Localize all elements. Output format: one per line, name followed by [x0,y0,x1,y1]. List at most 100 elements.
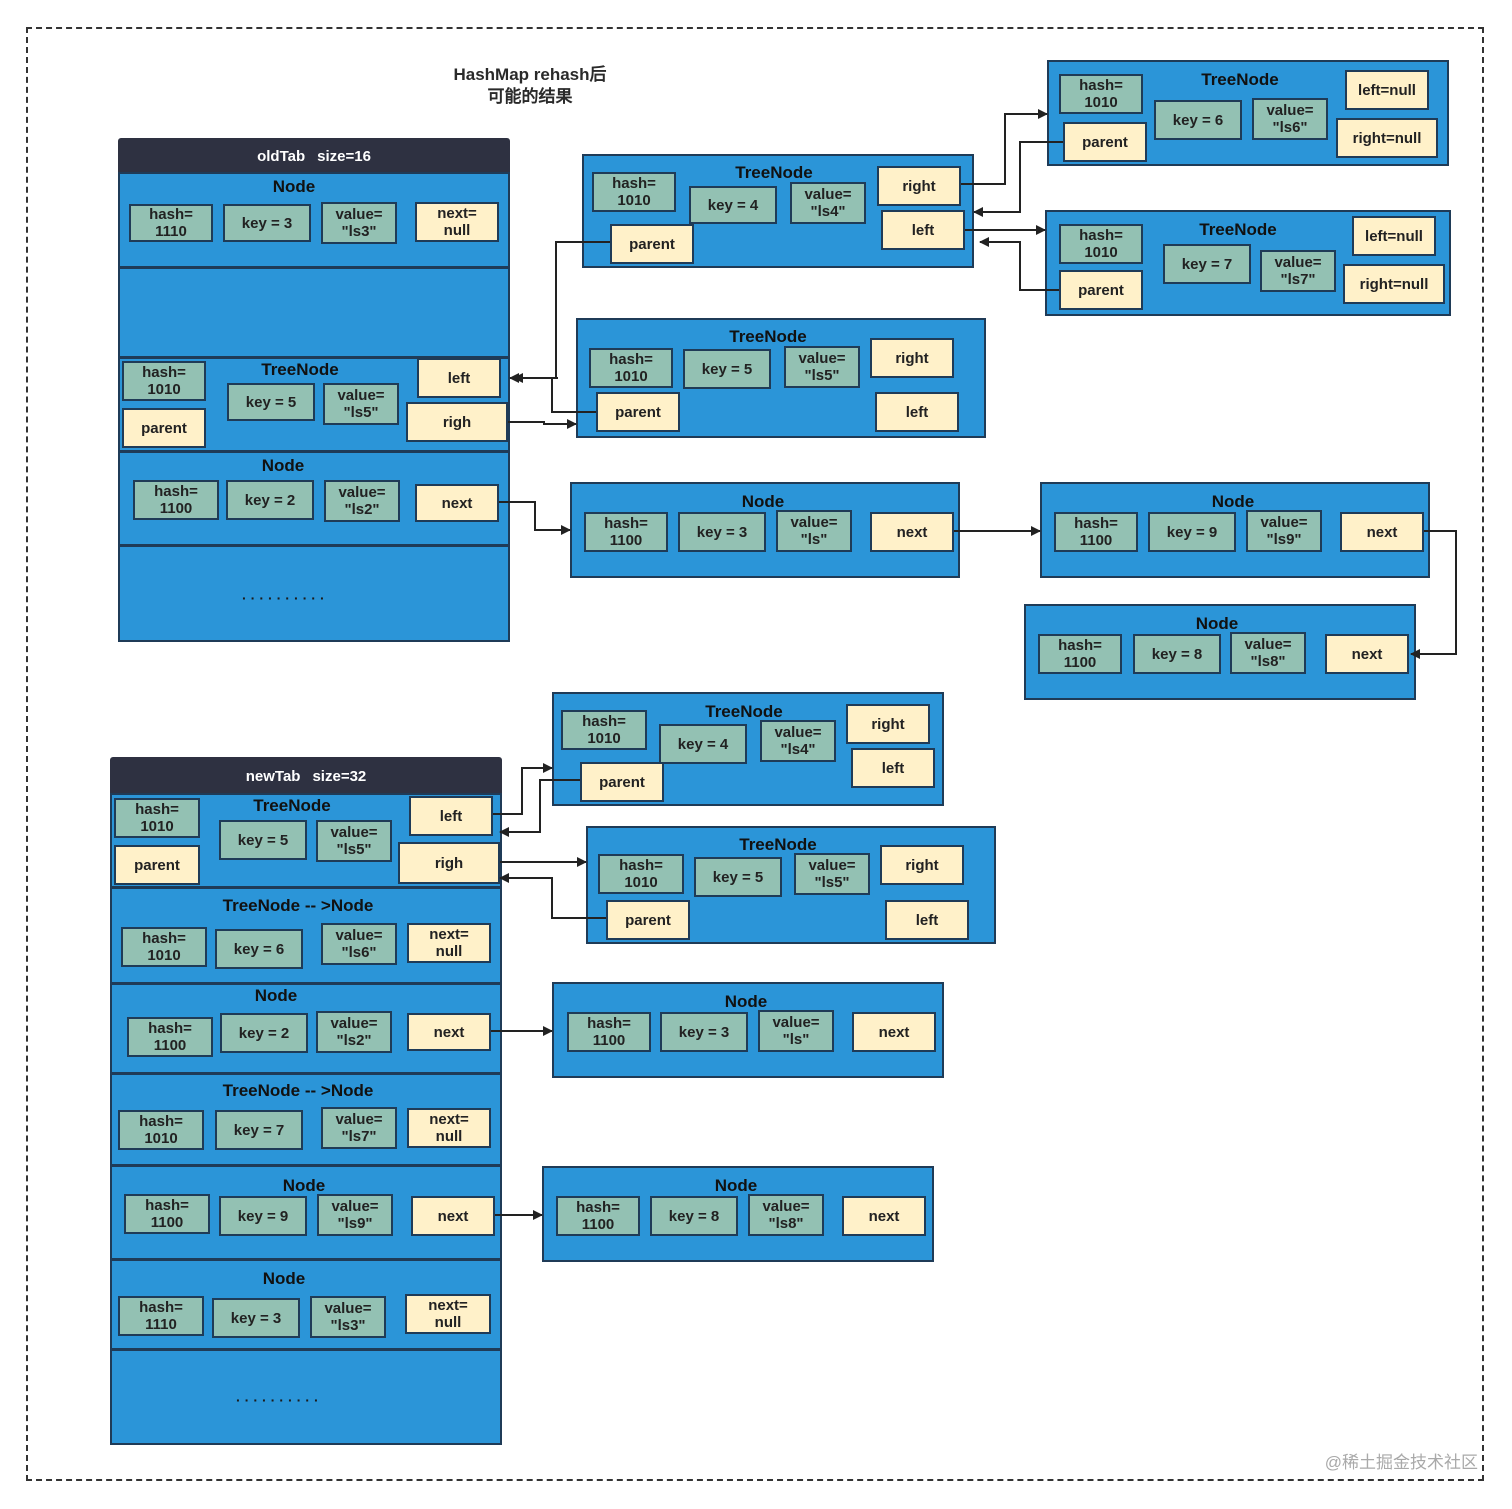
hash-field: hash=1100 [127,1017,213,1057]
next-prefix: next= [429,926,469,943]
treenode-label: TreeNode [705,702,783,721]
hash-value: 1010 [624,874,658,891]
newtab-separator [110,1164,502,1167]
right-pointer: right [880,845,964,885]
hash-field: hash=1010 [1059,224,1143,264]
value-text: "ls8" [1250,653,1286,670]
hash-prefix: hash= [609,351,653,368]
parent-pointer: parent [580,762,664,802]
hash-field: hash=1110 [129,204,213,242]
hash-field: hash=1100 [567,1012,651,1052]
arrow [555,241,610,378]
value-field: value="ls" [758,1010,834,1052]
treenode-label: TreeNode [261,360,339,379]
key-field: key = 5 [683,349,771,389]
right-pointer: righ [398,842,500,884]
value-prefix: value= [790,514,838,531]
key-field: key = 3 [660,1012,748,1052]
value-prefix: value= [335,927,383,944]
value-field: value="ls6" [1252,98,1328,140]
value-text: "ls6" [1272,119,1308,136]
value-prefix: value= [338,484,386,501]
ellipsis: ·········· [242,590,329,606]
hash-field: hash=1110 [118,1296,204,1336]
left-pointer: left [417,358,501,398]
value-text: "ls8" [768,1215,804,1232]
arrow [979,237,1059,291]
hash-field: hash=1100 [133,480,219,520]
value-prefix: value= [774,724,822,741]
value-prefix: value= [337,387,385,404]
node-label: Node [272,177,316,196]
value-text: "ls4" [810,203,846,220]
right-pointer: right [877,166,961,206]
left-pointer: left [409,796,493,836]
value-field: value="ls3" [310,1296,386,1338]
value-prefix: value= [324,1300,372,1317]
value-field: value="ls5" [323,383,399,425]
hash-value: 1100 [159,500,193,517]
next-prefix: next= [428,1297,468,1314]
hash-field: hash=1010 [598,854,684,894]
oldtab-separator [118,266,510,269]
value-text: "ls7" [341,1128,377,1145]
value-field: value="ls5" [794,853,870,895]
value-text: "ls9" [1266,531,1302,548]
next-null-field: next=null [407,1108,491,1148]
hash-field: hash=1100 [1038,634,1122,674]
value-text: "ls2" [336,1032,372,1049]
key-field: key = 3 [212,1298,300,1338]
value-prefix: value= [762,1198,810,1215]
hash-value: 1100 [609,532,643,549]
value-field: value="ls5" [784,346,860,388]
key-field: key = 5 [219,820,307,860]
hash-prefix: hash= [139,1113,183,1130]
key-field: key = 6 [1154,100,1242,140]
hash-field: hash=1010 [589,348,673,388]
value-text: "ls5" [343,404,379,421]
parent-pointer: parent [1063,122,1147,162]
hash-prefix: hash= [139,1299,183,1316]
value-prefix: value= [335,1111,383,1128]
treenode-label: TreeNode [1199,220,1277,239]
hash-prefix: hash= [142,930,186,947]
oldtab-separator [118,356,510,359]
value-text: "ls3" [341,223,377,240]
value-field: value="ls5" [316,820,392,862]
hash-field: hash=1010 [1059,74,1143,114]
value-prefix: value= [330,824,378,841]
arrow [499,501,571,535]
node-label: Node [282,1176,326,1195]
left-null-field: left=null [1345,70,1429,110]
value-prefix: value= [1274,254,1322,271]
hash-prefix: hash= [1079,77,1123,94]
oldtab-separator [118,450,510,453]
hash-value: 1100 [1079,532,1113,549]
hash-value: 1010 [617,192,651,209]
value-prefix: value= [808,857,856,874]
value-text: "ls7" [1280,271,1316,288]
oldtab-header: oldTab size=16 [118,138,510,174]
node-label: Node [254,986,298,1005]
value-prefix: value= [798,350,846,367]
key-field: key = 4 [659,724,747,764]
key-field: key = 3 [223,204,311,242]
value-prefix: value= [804,186,852,203]
hash-value: 1010 [147,381,181,398]
value-text: "ls4" [780,741,816,758]
treenode-label: TreeNode [1201,70,1279,89]
null-text: null [434,1314,462,1331]
value-field: value="ls7" [321,1107,397,1149]
hash-prefix: hash= [604,515,648,532]
value-prefix: value= [1260,514,1308,531]
hash-prefix: hash= [145,1197,189,1214]
value-field: value="ls4" [760,720,836,762]
hash-value: 1100 [1063,654,1097,671]
hash-field: hash=1010 [114,798,200,838]
treenode-label: TreeNode [735,163,813,182]
hash-value: 1010 [1084,244,1118,261]
value-text: "ls" [782,1031,810,1048]
oldtab-size: size=16 [317,147,371,165]
hash-field: hash=1010 [561,710,647,750]
left-pointer: left [875,392,959,432]
